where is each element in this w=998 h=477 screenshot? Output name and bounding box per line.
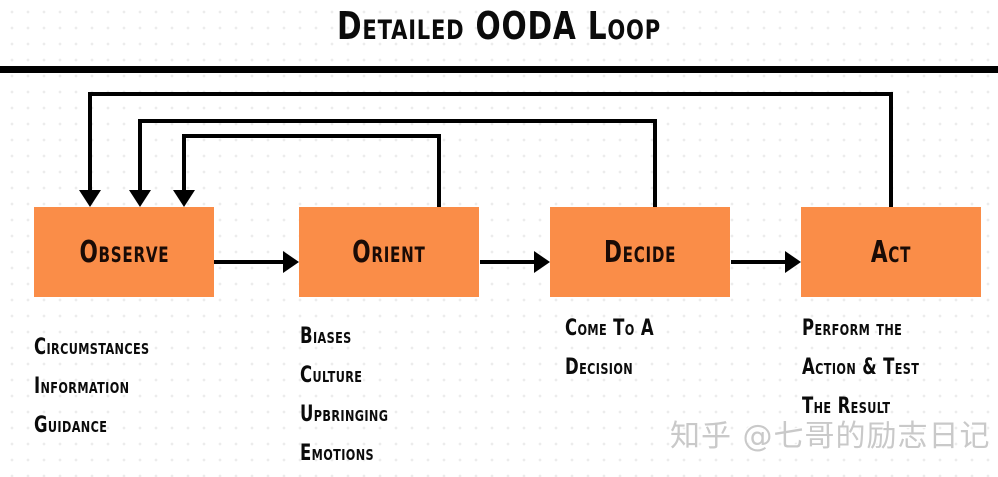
feedback-decide-to-observe xyxy=(129,119,657,207)
stage-orient-label: Orient xyxy=(352,234,426,270)
watermark-text: 知乎 @七哥的励志日记 xyxy=(670,419,991,454)
act-notes: Perform the Action & Test The Result xyxy=(802,309,958,426)
note-item: Circumstances xyxy=(34,335,150,360)
note-item: The Result xyxy=(802,394,891,419)
arrowhead-right-icon xyxy=(785,251,801,273)
stage-act-label: Act xyxy=(870,234,912,270)
stage-orient-box: Orient xyxy=(299,207,479,297)
arrowhead-down-icon xyxy=(79,190,101,207)
arrowhead-right-icon xyxy=(534,251,550,273)
note-item: Biases xyxy=(300,324,352,349)
note-item: Action & Test xyxy=(802,355,920,380)
note-item: Upbringing xyxy=(300,402,389,427)
arrow-observe-to-orient xyxy=(214,251,299,273)
stage-observe-box: Observe xyxy=(34,207,214,297)
feedback-act-to-observe xyxy=(79,92,893,207)
note-item: Perform the xyxy=(802,316,903,341)
stage-act-box: Act xyxy=(801,207,981,297)
diagram-title: Detailed OODA Loop xyxy=(337,4,661,48)
note-item: Decision xyxy=(565,355,634,380)
observe-notes: Circumstances Information Guidance xyxy=(34,328,188,445)
arrowhead-down-icon xyxy=(129,190,151,207)
stage-decide-label: Decide xyxy=(603,234,677,270)
orient-notes: Biases Culture Upbringing Emotions xyxy=(300,317,418,473)
arrowhead-right-icon xyxy=(283,251,299,273)
note-item: Information xyxy=(34,374,130,399)
stage-decide-box: Decide xyxy=(550,207,730,297)
note-item: Culture xyxy=(300,363,363,388)
title-divider xyxy=(0,66,998,73)
note-item: Guidance xyxy=(34,413,108,438)
feedback-orient-to-observe xyxy=(173,134,441,207)
note-item: Emotions xyxy=(300,441,374,466)
note-item: Come To A xyxy=(565,316,655,341)
stage-observe-label: Observe xyxy=(79,234,169,270)
arrow-decide-to-act xyxy=(731,251,801,273)
decide-notes: Come To A Decision xyxy=(565,309,684,387)
arrowhead-down-icon xyxy=(173,190,195,207)
arrow-orient-to-decide xyxy=(480,251,550,273)
